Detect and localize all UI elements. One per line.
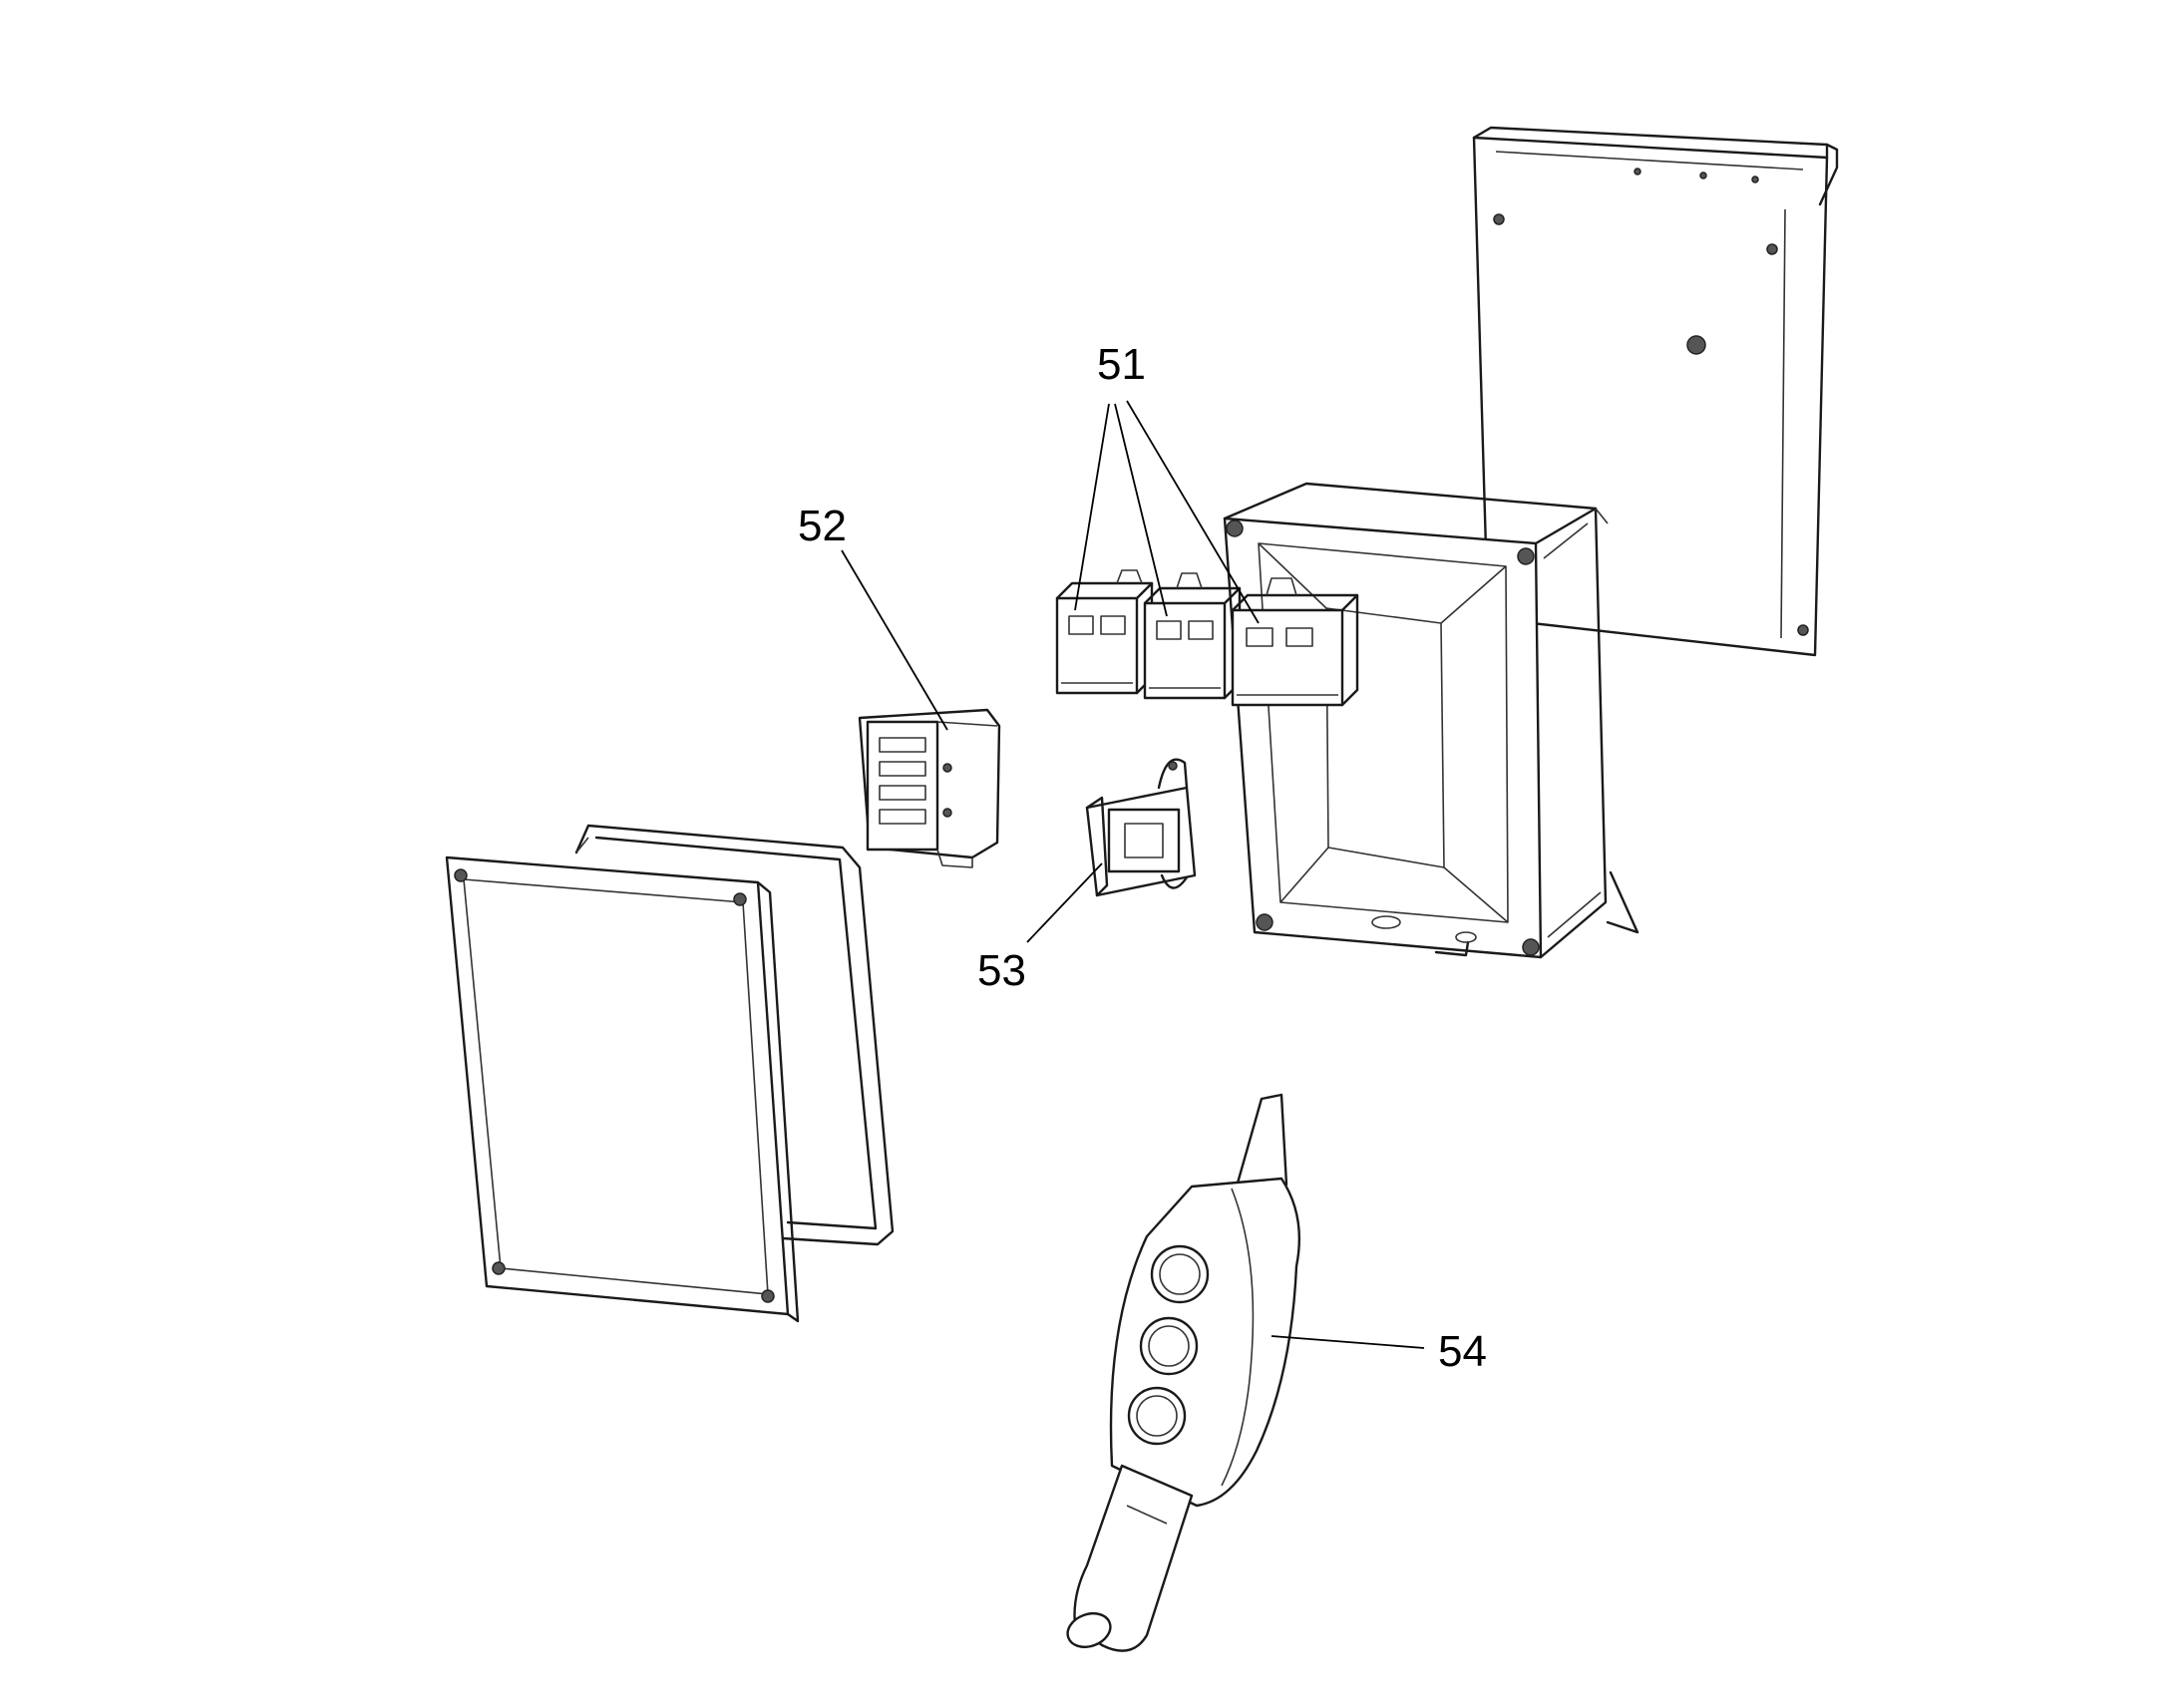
pendant-controller <box>1066 1093 1301 1652</box>
terminal-block <box>858 708 1001 868</box>
leader-51-c <box>1126 400 1260 624</box>
label-52: 52 <box>798 502 847 550</box>
leader-51-a <box>1074 403 1110 611</box>
reference-labels: 51 52 53 54 <box>798 340 1487 1376</box>
leader-51-b <box>1114 403 1168 617</box>
leader-53 <box>1026 862 1103 943</box>
gasket-frame <box>574 824 895 1246</box>
contactor-module-1 <box>1055 581 1154 695</box>
contactor-module-group <box>1055 569 1359 707</box>
label-54: 54 <box>1438 1327 1487 1376</box>
leader-52 <box>841 549 948 731</box>
front-cover-plate <box>445 855 800 1323</box>
leader-lines <box>841 400 1425 1349</box>
contactor-module-3 <box>1231 593 1359 707</box>
label-53: 53 <box>977 946 1026 995</box>
switch-unit <box>1085 758 1197 897</box>
mounting-back-plate <box>1472 126 1839 657</box>
leader-54 <box>1271 1335 1425 1349</box>
label-51: 51 <box>1097 340 1146 389</box>
contactor-module-2 <box>1143 586 1242 700</box>
